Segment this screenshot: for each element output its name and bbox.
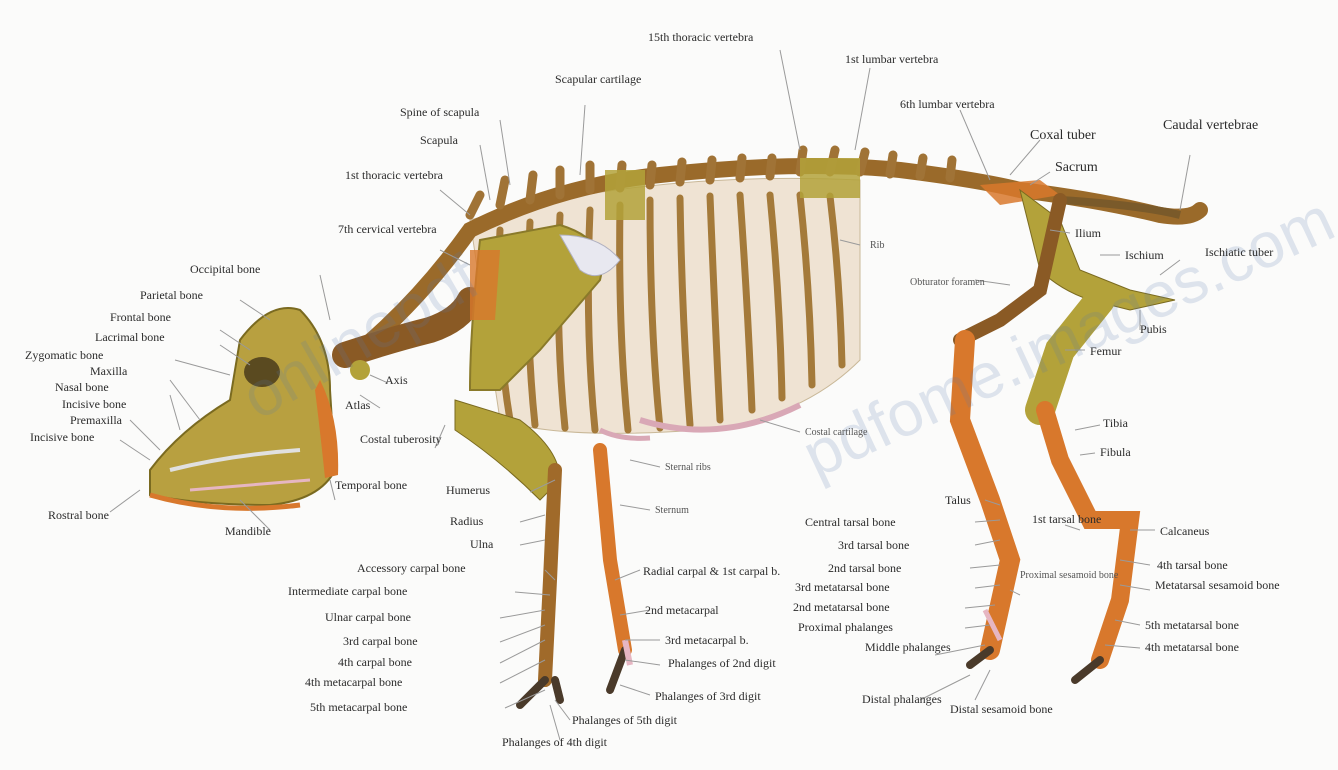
label-atlas: Atlas — [345, 398, 370, 413]
label-phalanges-2nd-digit: Phalanges of 2nd digit — [668, 656, 768, 671]
label-nasal-bone: Nasal bone — [55, 380, 109, 395]
label-premaxilla: Premaxilla — [70, 413, 122, 428]
label-phalanges-3rd-digit: Phalanges of 3rd digit — [655, 689, 761, 704]
label-calcaneus: Calcaneus — [1160, 524, 1209, 539]
label-middle-phalanges: Middle phalanges — [865, 640, 945, 655]
label-radial-carpal: Radial carpal & 1st carpal b. — [643, 564, 763, 579]
label-costal-tuberosity: Costal tuberosity — [360, 432, 440, 447]
label-incisive-bone: Incisive bone — [62, 397, 126, 412]
forelimb — [455, 400, 630, 705]
label-ischiatic-tuber: Ischiatic tuber — [1205, 245, 1275, 260]
label-spine-of-scapula: Spine of scapula — [400, 105, 479, 120]
label-3rd-metatarsal-bone: 3rd metatarsal bone — [795, 580, 890, 595]
label-central-tarsal-bone: Central tarsal bone — [805, 515, 896, 530]
label-scapula: Scapula — [420, 133, 458, 148]
label-proximal-phalanges: Proximal phalanges — [798, 620, 893, 635]
label-tibia: Tibia — [1103, 416, 1128, 431]
label-distal-phalanges: Distal phalanges — [862, 692, 942, 707]
label-1st-lumbar-vertebra: 1st lumbar vertebra — [845, 52, 938, 67]
label-sternal-ribs: Sternal ribs — [665, 460, 711, 475]
label-accessory-carpal-bone: Accessory carpal bone — [357, 561, 466, 576]
label-radius: Radius — [450, 514, 483, 529]
label-2nd-tarsal-bone: 2nd tarsal bone — [828, 561, 901, 576]
label-axis: Axis — [385, 373, 408, 388]
label-occipital-bone: Occipital bone — [190, 262, 260, 277]
label-metatarsal-sesamoid-bone: Metatarsal sesamoid bone — [1155, 578, 1275, 593]
label-parietal-bone: Parietal bone — [140, 288, 203, 303]
label-rostral-bone: Rostral bone — [48, 508, 109, 523]
label-2nd-metatarsal-bone: 2nd metatarsal bone — [793, 600, 890, 615]
label-6th-lumbar-vertebra: 6th lumbar vertebra — [900, 97, 995, 112]
label-phalanges-5th-digit: Phalanges of 5th digit — [572, 713, 677, 728]
label-15th-thoracic-vertebra: 15th thoracic vertebra — [648, 30, 753, 45]
label-ilium: Ilium — [1075, 226, 1101, 241]
label-talus: Talus — [945, 493, 971, 508]
label-proximal-sesamoid-bone: Proximal sesamoid bone — [1020, 568, 1100, 583]
label-7th-cervical-vertebra: 7th cervical vertebra — [338, 222, 433, 237]
label-3rd-carpal-bone: 3rd carpal bone — [343, 634, 418, 649]
label-1st-thoracic-vertebra: 1st thoracic vertebra — [345, 168, 435, 183]
label-pubis: Pubis — [1140, 322, 1167, 337]
label-maxilla: Maxilla — [90, 364, 127, 379]
label-femur: Femur — [1090, 344, 1121, 359]
label-costal-cartilage: Costal cartilage — [805, 425, 867, 440]
label-3rd-tarsal-bone: 3rd tarsal bone — [838, 538, 909, 553]
label-lacrimal-bone: Lacrimal bone — [95, 330, 165, 345]
label-rib: Rib — [870, 238, 884, 253]
label-5th-metacarpal-bone: 5th metacarpal bone — [310, 700, 407, 715]
label-4th-metacarpal-bone: 4th metacarpal bone — [305, 675, 402, 690]
label-4th-tarsal-bone: 4th tarsal bone — [1157, 558, 1228, 573]
label-coxal-tuber: Coxal tuber — [1030, 128, 1096, 143]
label-caudal-vertebrae: Caudal vertebrae — [1163, 118, 1243, 133]
label-frontal-bone: Frontal bone — [110, 310, 171, 325]
label-5th-metatarsal-bone: 5th metatarsal bone — [1145, 618, 1239, 633]
label-2nd-metacarpal: 2nd metacarpal — [645, 603, 719, 618]
label-fibula: Fibula — [1100, 445, 1131, 460]
label-sacrum: Sacrum — [1055, 160, 1098, 175]
label-ulnar-carpal-bone: Ulnar carpal bone — [325, 610, 411, 625]
label-incisive-bone-2: Incisive bone — [30, 430, 94, 445]
label-4th-carpal-bone: 4th carpal bone — [338, 655, 412, 670]
label-zygomatic-bone: Zygomatic bone — [25, 348, 103, 363]
label-1st-tarsal-bone: 1st tarsal bone — [1032, 512, 1092, 527]
label-phalanges-4th-digit: Phalanges of 4th digit — [502, 735, 607, 750]
label-temporal-bone: Temporal bone — [335, 478, 395, 493]
label-scapular-cartilage: Scapular cartilage — [555, 72, 635, 87]
label-intermediate-carpal-bone: Intermediate carpal bone — [288, 584, 407, 599]
hindlimb — [960, 190, 1175, 680]
skull-shape — [150, 308, 338, 508]
label-ischium: Ischium — [1125, 248, 1164, 263]
label-ulna: Ulna — [470, 537, 493, 552]
label-distal-sesamoid-bone: Distal sesamoid bone — [950, 702, 1053, 717]
label-4th-metatarsal-bone: 4th metatarsal bone — [1145, 640, 1239, 655]
label-obturator-foramen: Obturator foramen — [910, 275, 985, 290]
label-3rd-metacarpal: 3rd metacarpal b. — [665, 633, 749, 648]
label-sternum: Sternum — [655, 503, 689, 518]
label-humerus: Humerus — [446, 483, 490, 498]
label-mandible: Mandible — [225, 524, 271, 539]
